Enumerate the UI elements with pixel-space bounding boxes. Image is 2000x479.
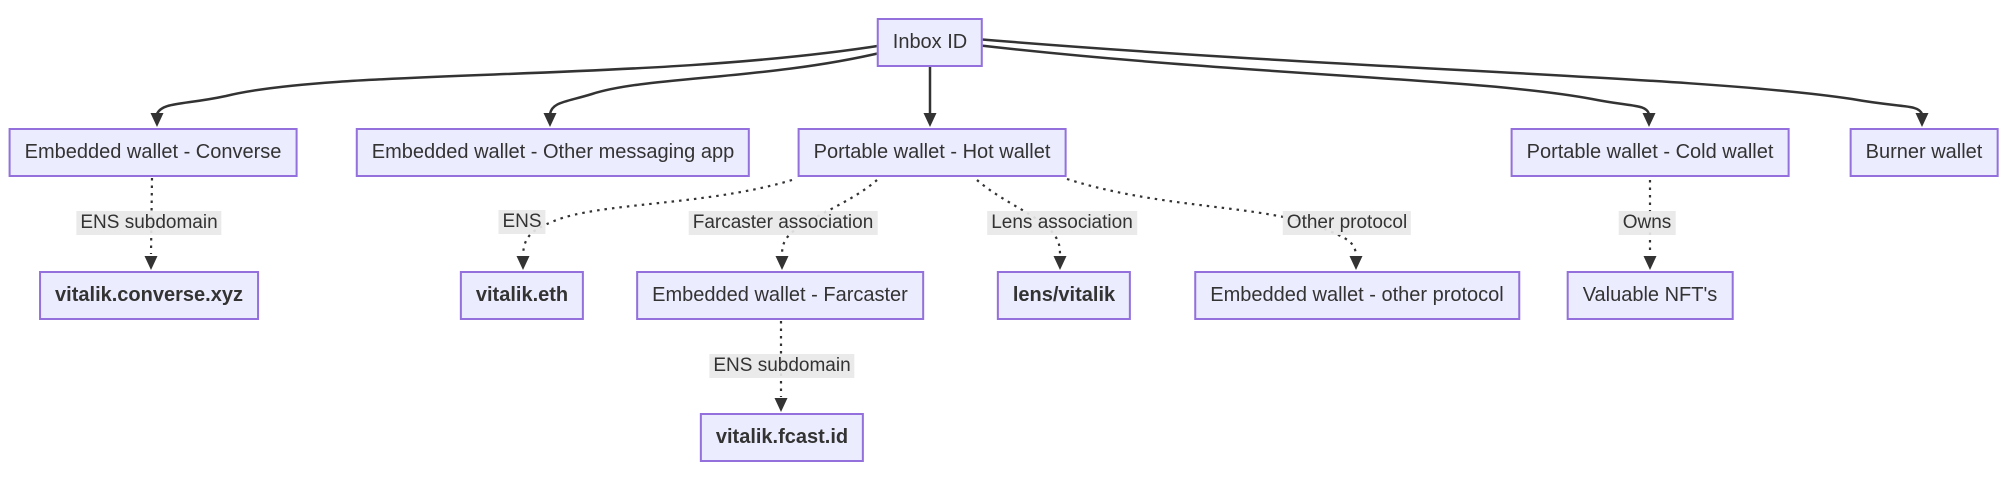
edge-label-owns: Owns	[1618, 211, 1676, 235]
edge-label-farcaster-association: Farcaster association	[688, 211, 878, 235]
edge-hot-to-other-protocol	[1066, 177, 1358, 256]
arrowhead-cold-wallet	[1642, 113, 1656, 127]
node-portable-wallet-hot-wallet: Portable wallet - Hot wallet	[797, 128, 1067, 177]
edge-label-lens-association: Lens association	[987, 211, 1137, 235]
arrowhead-other-protocol	[1349, 256, 1363, 270]
node-embedded-wallet-other-messaging-app: Embedded wallet - Other messaging app	[355, 128, 751, 177]
edge-label-ens-subdomain-converse: ENS subdomain	[76, 211, 222, 235]
node-burner-wallet: Burner wallet	[1849, 128, 1999, 177]
node-vitalik-fcast-id: vitalik.fcast.id	[699, 413, 865, 462]
arrowhead-other-messaging	[543, 113, 557, 127]
edge-label-other-protocol: Other protocol	[1282, 211, 1412, 235]
edge-inbox-to-converse	[155, 43, 885, 115]
edge-hot-to-vitalik-eth	[521, 178, 793, 256]
arrowhead-burner	[1915, 113, 1929, 127]
arrowhead-hot-wallet	[923, 113, 937, 127]
edge-inbox-to-other-messaging	[548, 50, 885, 115]
node-embedded-wallet-farcaster: Embedded wallet - Farcaster	[636, 271, 924, 320]
arrowhead-converse-xyz	[144, 256, 158, 270]
node-embedded-wallet-other-protocol: Embedded wallet - other protocol	[1194, 271, 1520, 320]
node-lens-vitalik: lens/vitalik	[996, 271, 1132, 320]
node-portable-wallet-cold-wallet: Portable wallet - Cold wallet	[1510, 128, 1790, 177]
node-vitalik-eth: vitalik.eth	[459, 271, 585, 320]
node-inbox-id: Inbox ID	[876, 18, 984, 67]
edge-label-ens-subdomain-farcaster: ENS subdomain	[709, 354, 855, 378]
edge-label-ens: ENS	[498, 210, 546, 234]
arrowhead-farcaster	[775, 256, 789, 270]
node-vitalik-converse-xyz: vitalik.converse.xyz	[39, 271, 259, 320]
arrowhead-nfts	[1643, 256, 1657, 270]
arrowhead-vitalik-eth	[516, 256, 530, 270]
node-embedded-wallet-converse: Embedded wallet - Converse	[8, 128, 298, 177]
node-valuable-nfts: Valuable NFT's	[1566, 271, 1734, 320]
arrowhead-lens	[1053, 256, 1067, 270]
arrowhead-converse	[150, 113, 164, 127]
edge-inbox-to-burner	[975, 37, 1924, 115]
edge-inbox-to-cold-wallet	[975, 43, 1651, 115]
arrowhead-fcast-id	[774, 398, 788, 412]
